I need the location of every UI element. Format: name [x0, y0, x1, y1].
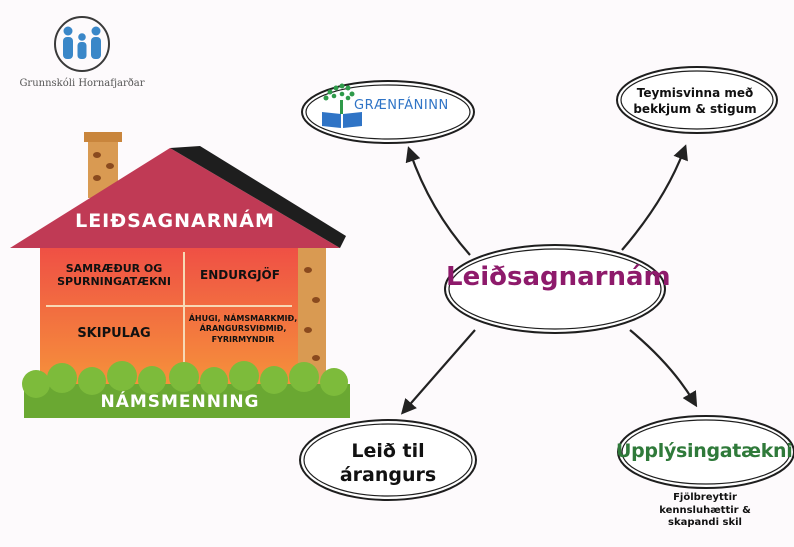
arrow-to-top-right	[621, 144, 688, 251]
ground-label: NÁMSMENNING	[100, 392, 260, 412]
node-bottom-left-inner-ring	[303, 423, 473, 497]
house-cell-organization: SKIPULAG	[77, 326, 151, 341]
node-bottom-right-sublabel: Fjölbreyttir kennsluhættir & skapandi sk…	[659, 492, 751, 528]
node-top-right-ellipse	[616, 66, 778, 134]
roof-shadow	[170, 146, 346, 248]
chimney	[84, 132, 122, 198]
house-illustration	[10, 132, 350, 418]
node-bottom-right-inner-ring	[621, 419, 791, 485]
roof-label: LEIÐSAGNARNÁM	[75, 210, 275, 232]
arrow-to-top-left	[405, 146, 471, 256]
node-bottom-left-ellipse	[299, 419, 477, 501]
node-top-left-label: GRÆNFÁNINN	[354, 98, 449, 113]
bushes	[22, 361, 350, 418]
node-top-right-inner-ring	[620, 70, 774, 130]
node-top-left-inner-ring	[305, 84, 471, 140]
school-name: Grunnskóli Hornafjarðar	[19, 78, 145, 89]
center-node-ellipse	[444, 244, 666, 334]
node-bottom-left-label: Leið til árangurs	[339, 440, 437, 486]
center-node-inner-ring	[448, 248, 662, 330]
node-bottom-right-label: Upplýsingatækni	[616, 440, 793, 462]
node-top-right-label: Teymisvinna með bekkjum & stigum	[633, 86, 757, 116]
arrow-to-bottom-right	[629, 329, 698, 408]
house-cell-feedback: ENDURGJÖF	[200, 268, 280, 282]
node-bottom-right-ellipse	[617, 415, 794, 489]
house-roof	[10, 148, 340, 248]
arrow-to-bottom-left	[400, 329, 476, 415]
house-cell-goals: ÁHUGI, NÁMSMARKMIÐ, ÁRANGURSVIÐMIÐ, FYRI…	[188, 314, 298, 344]
center-node-label: Leiðsagnarnám	[446, 262, 671, 292]
graenfaninn-tree-icon	[322, 83, 362, 128]
school-logo-icon	[54, 16, 110, 72]
house-cell-dialogue: SAMRÆÐUR OG SPURNINGATÆKNI	[57, 262, 171, 289]
